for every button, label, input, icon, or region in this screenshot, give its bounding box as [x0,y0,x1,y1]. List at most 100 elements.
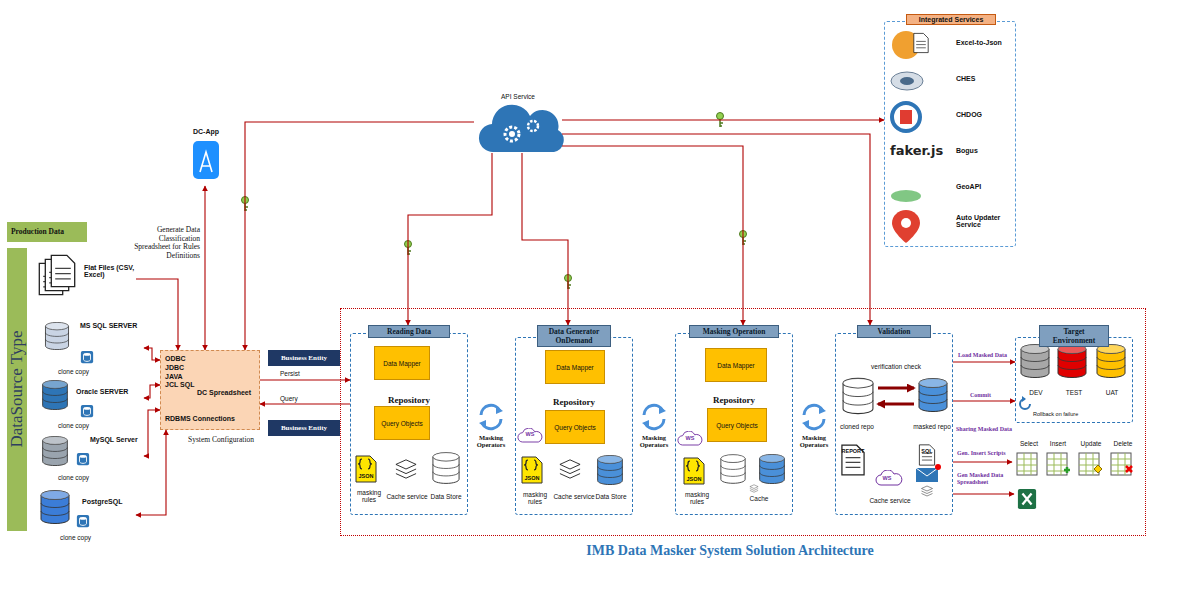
node-text: Integrated Services [906,14,996,25]
node-text: masking rules [515,491,555,505]
annotation: Masking Operators [471,434,511,449]
node-text: WS [877,475,897,481]
service-icons [900,77,914,85]
stage-icons [878,387,914,390]
node-text: PostgreSQL [82,498,136,505]
connector [408,153,492,325]
annotation: Masking Operators [794,434,834,449]
dc-app-icon [200,152,212,172]
target-panel: Target EnvironmentDEVTESTUATRollback on … [1015,325,1133,423]
connector [144,385,160,398]
node-text: faker.js [890,143,948,158]
stage-icons [876,470,902,485]
connector [260,403,350,404]
node-text: SQL [915,448,939,454]
node-text: cloned repo [837,423,877,430]
process-box: Data Mapper [705,348,767,382]
node-text: masked repo [911,423,953,430]
masking-operator-icons [479,405,826,428]
stage-icons [1022,396,1026,402]
stage-icons [919,379,947,412]
node-text: clone copy [58,474,102,481]
annotation: Delete [1109,440,1137,447]
api-cloud [509,131,515,137]
database-icons [81,351,93,363]
stage-icons [560,460,580,478]
node-text: Data Mapper [554,364,596,371]
connector [245,122,474,350]
node-text: Cache service [384,493,430,500]
service-icons [891,190,921,202]
process-box: Query Objects [374,406,430,440]
stage-icons [953,461,1012,462]
service-item: faker.jsBogus [888,136,1012,168]
node-text: Reading Data [368,325,450,338]
process-box: Query Objects [707,408,767,442]
stage-icons [518,428,542,442]
annotation: Masking Operators [634,434,674,449]
service-icons [914,33,928,52]
source-node: MySQL Serverclone copy [36,432,144,484]
node-text: Repository [675,395,793,405]
database-icons [43,380,68,409]
node-text: verification check [861,363,931,370]
database-icons [45,322,68,349]
node-text: clone copy [58,368,102,375]
config-box: ODBC JDBC JAVA JCL SQLDC SpreadsheetRDBM… [160,350,260,430]
node-text: Query Objects [552,424,598,431]
caption: IMB Data Masker System Solution Architec… [540,543,920,559]
stage-icons [678,431,702,445]
service-item: CHES [888,64,1012,96]
stage-icons [721,455,745,484]
annotation: Update [1077,440,1105,447]
node-text: JSON [685,476,703,482]
database-icons [77,515,89,527]
node-text: System Configuration [179,435,263,444]
node-text: Data Mapper [715,362,757,369]
node-text: Repository [350,395,468,405]
node-text: Data Store [426,493,466,500]
node-text: GeoAPI [956,183,1010,190]
connector [144,348,160,360]
node-text: TEST [1057,389,1091,396]
stage-icons [356,456,376,482]
app-node: DC-App [186,128,226,186]
node-text: ODBC JDBC JAVA JCL SQL [165,355,195,390]
node-text: MS SQL SERVER [80,322,144,329]
edge-label: Generate Data Classification Spreadsheet… [134,226,200,261]
node-text: clone copy [58,422,102,429]
node-text: Rollback on failure [1033,411,1123,417]
process-box: Data Mapper [545,350,605,384]
source-node: Oracle SERVER clone copy [36,376,144,432]
service-icons [892,103,920,131]
stage-icons [760,454,785,483]
flat-files-icon [39,255,74,294]
node-text: WS [521,431,539,437]
node-text: masking rules [677,491,717,505]
stage-icons [1094,465,1102,473]
stage-icons [396,460,416,478]
database-icons [41,491,69,524]
node-text: Validation [857,325,931,338]
api-cloud [505,127,519,141]
node-text: Business Entity [279,354,329,362]
stage-icons [1097,345,1125,378]
source-node: MS SQL SERVER clone copy [36,318,144,376]
edge-label: Load Masked Data [958,352,1012,359]
stage-icons [1111,453,1131,475]
node-text: UAT [1097,389,1127,396]
node-text: RDBMS Connections [165,415,257,422]
stage-icons [433,453,459,484]
stage-icons [598,455,623,484]
stage-icons [750,485,758,493]
stage-icons [1126,466,1132,472]
node-text: Oracle SERVER [76,388,142,395]
connector [136,279,178,350]
node-text: WS [681,435,699,441]
node-text: Production Data [11,227,85,236]
stage-icons [919,445,934,465]
masking-operator-icons [802,405,826,428]
service-item: Auto Updater Service [888,206,1012,240]
stage-icons [522,457,542,483]
